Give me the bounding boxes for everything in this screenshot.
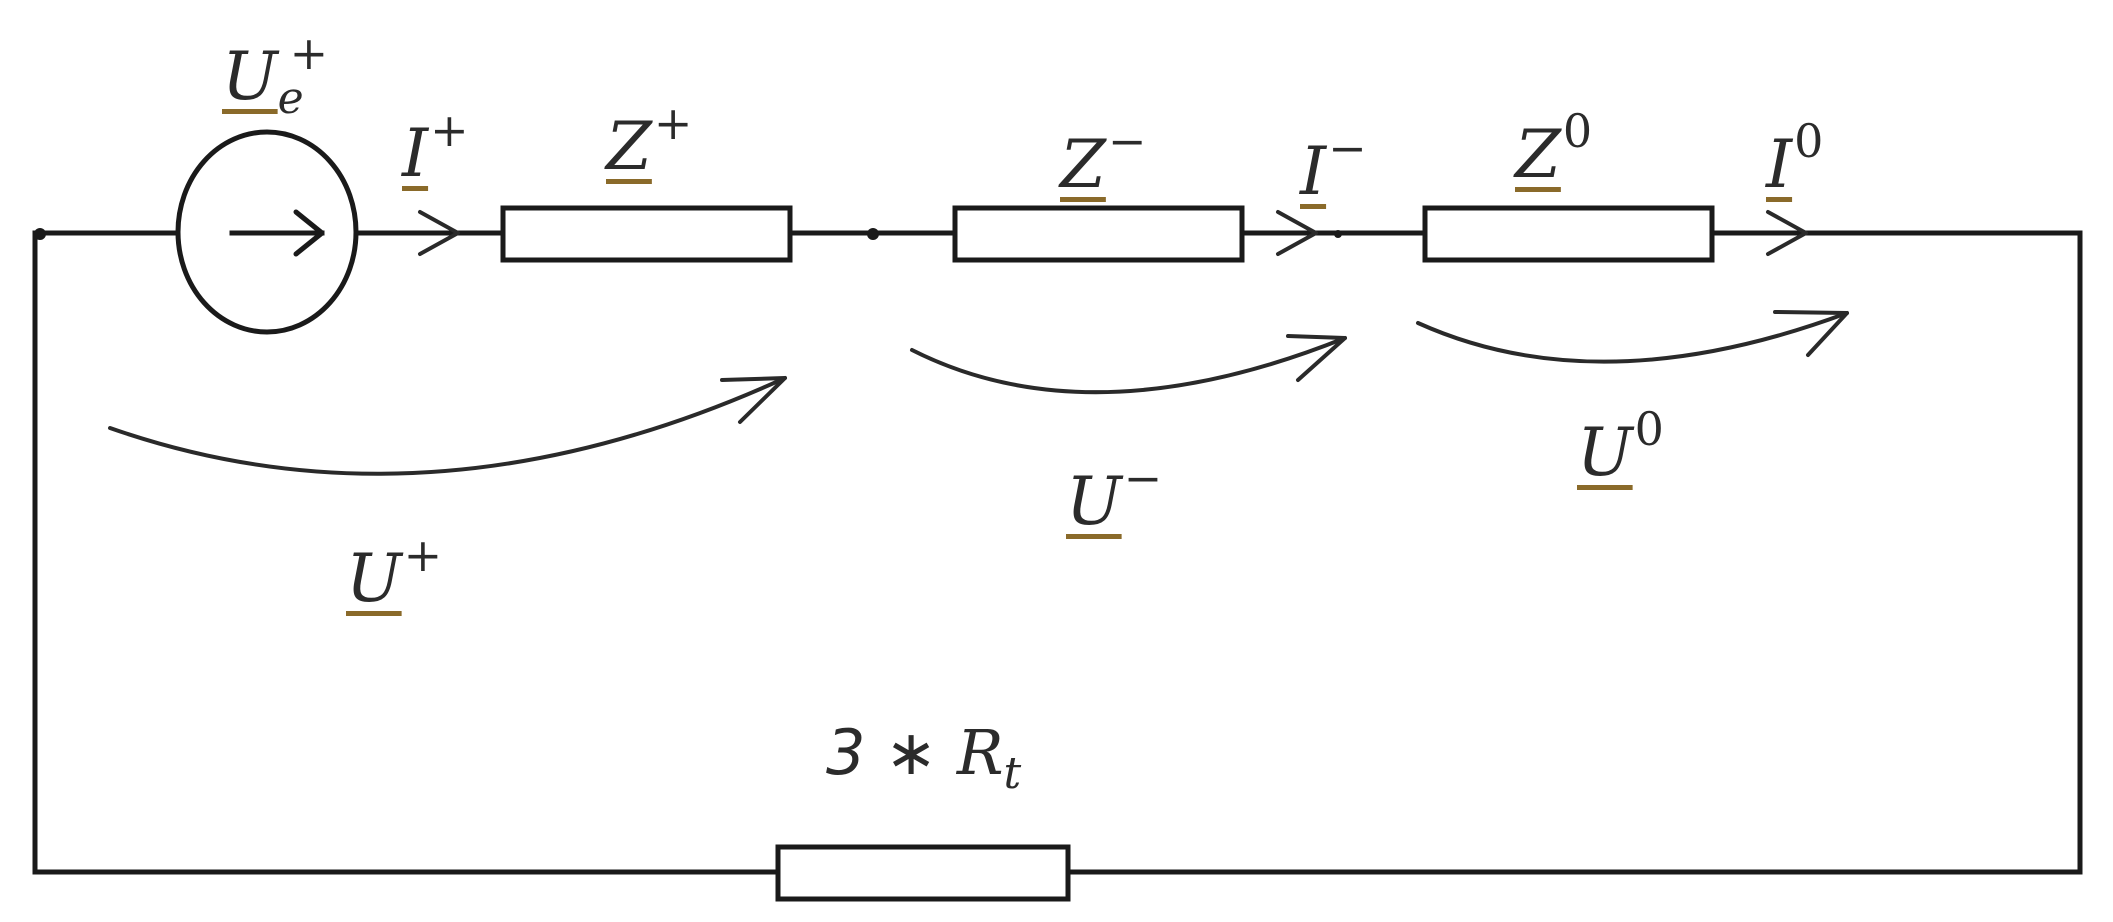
label-sup: − xyxy=(1328,121,1367,175)
label-base: I xyxy=(1766,126,1793,203)
arrow-head-icon xyxy=(720,376,787,424)
voltage-arc-u-negative xyxy=(910,336,1347,395)
label-current-positive: I+ xyxy=(402,107,469,187)
arrow-head-icon xyxy=(1773,310,1849,357)
label-base: U xyxy=(222,38,278,115)
label-sub: t xyxy=(1003,748,1022,799)
voltage-arc-u-positive xyxy=(108,376,787,476)
label-voltage-negative: U− xyxy=(1066,455,1162,535)
label-base: Z xyxy=(1060,126,1106,203)
impedance-z-positive xyxy=(500,205,793,263)
label-sup: + xyxy=(289,26,329,80)
label-voltage-zero: U0 xyxy=(1577,406,1664,486)
voltage-source-icon xyxy=(175,129,359,335)
label-base: U xyxy=(346,540,402,617)
label-sup: − xyxy=(1123,451,1163,505)
arrow-head-icon xyxy=(1286,334,1347,382)
label-impedance-positive: Z+ xyxy=(606,100,692,180)
label-base: I xyxy=(1300,133,1327,210)
label-sup: 0 xyxy=(1562,104,1593,158)
label-base: R xyxy=(956,716,1004,789)
label-voltage-positive: U+ xyxy=(346,532,442,612)
label-sup: + xyxy=(430,103,469,157)
impedance-z-zero xyxy=(1422,205,1715,263)
label-sup: − xyxy=(1107,114,1147,168)
label-sup: 0 xyxy=(1794,114,1824,168)
label-current-zero: I0 xyxy=(1766,118,1823,198)
node-dot xyxy=(34,228,46,240)
label-impedance-zero: Z0 xyxy=(1515,108,1592,188)
label-source-voltage: Ue+ xyxy=(222,30,328,121)
label-current-negative: I− xyxy=(1300,125,1367,205)
label-base: U xyxy=(1577,414,1633,491)
label-base: Z xyxy=(606,108,652,185)
label-base: U xyxy=(1066,463,1122,540)
node-dot xyxy=(867,228,879,240)
node-dot xyxy=(1334,230,1342,238)
source-arrow-head xyxy=(293,209,325,257)
label-sub: e xyxy=(277,73,304,124)
label-factor: 3 ∗ xyxy=(826,716,957,789)
label-base: I xyxy=(402,115,429,192)
current-arrow-icon xyxy=(1766,210,1808,256)
current-arrow-icon xyxy=(418,210,460,256)
label-sup: 0 xyxy=(1634,402,1664,456)
label-impedance-negative: Z− xyxy=(1060,118,1146,198)
label-base: Z xyxy=(1515,116,1561,193)
label-fault-resistance: 3 ∗ Rt xyxy=(826,722,1021,796)
resistor-3rt xyxy=(775,844,1071,902)
impedance-z-negative xyxy=(952,205,1245,263)
current-arrow-icon xyxy=(1276,210,1318,256)
voltage-arc-u-zero xyxy=(1416,311,1849,364)
label-sup: + xyxy=(403,528,443,582)
label-sup: + xyxy=(653,96,693,150)
